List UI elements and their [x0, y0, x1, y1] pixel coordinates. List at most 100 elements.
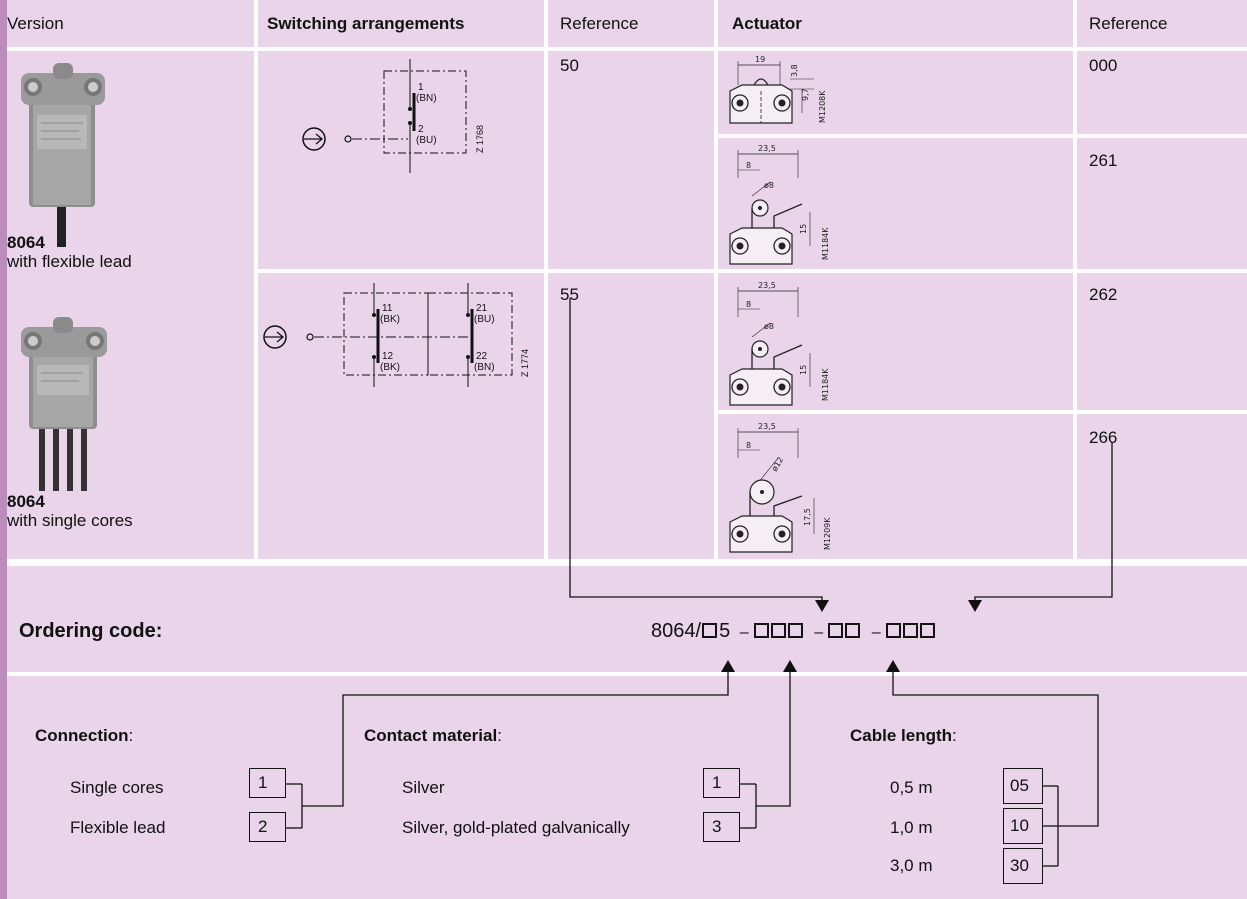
diag2-terminal-22: 22 [476, 351, 488, 362]
cable-title-colon: : [952, 726, 957, 745]
act2-dim-d: 15 [799, 224, 808, 234]
cable-option-1-label: 0,5 m [890, 778, 933, 797]
actuator-ref-cell-3: 262 [1077, 273, 1247, 410]
act1-dim-a: 19 [755, 55, 765, 64]
cable-option-2-label: 1,0 m [890, 818, 933, 837]
diag2-terminal-11: 11 [382, 303, 393, 314]
contact-option-2-label: Silver, gold-plated galvanically [402, 818, 630, 837]
header-reference1-cell: Reference [548, 0, 714, 47]
ordering-dash-3: – [871, 624, 881, 641]
reference-cell-2: 55 [548, 273, 714, 559]
connection-title: Connection: [35, 726, 133, 746]
diag1-terminal-1-color: (BN) [416, 93, 437, 104]
diag2-code: Z 1774 [520, 349, 530, 377]
actuator-cell-4: 23,5 8 ø12 17,5 M1209K [718, 414, 1073, 559]
actuator-ref-000: 000 [1089, 56, 1118, 75]
act1-code: M1208K [818, 90, 827, 123]
contact-title: Contact material: [364, 726, 502, 746]
actuator-slot-2 [787, 623, 803, 638]
actuator-ref-slot-1 [885, 623, 901, 638]
diag2-terminal-21-color: (BU) [474, 314, 495, 325]
ordering-dash-2: – [814, 624, 824, 641]
cable-slot-2 [845, 623, 861, 638]
act4-dim-b: 8 [746, 441, 751, 450]
switching-ref-50: 50 [560, 56, 579, 75]
actuator-drawing-262: 23,5 8 ø8 15 M1184K [729, 281, 830, 406]
act3-dim-b: 8 [746, 300, 751, 309]
connection-code-2[interactable]: 2 [249, 812, 286, 842]
connection-title-text: Connection [35, 726, 129, 745]
options-band: Connection: Single cores Flexible lead C… [7, 676, 1247, 899]
header-version: Version [7, 14, 64, 33]
header-actuator: Actuator [732, 14, 802, 33]
contact-code-1[interactable]: 1 [703, 768, 740, 798]
version-2-model: 8064 [7, 492, 45, 511]
contact-code-3[interactable]: 3 [703, 812, 740, 842]
header-version-cell: Version [7, 0, 254, 47]
cable-code-30[interactable]: 30 [1003, 848, 1043, 884]
act2-code: M1184K [821, 227, 830, 260]
actuator-cell-1: 19 3,8 9,7 M1208K [718, 51, 1073, 134]
ordering-prefix: 8064/ [651, 620, 702, 642]
header-switching: Switching arrangements [267, 14, 465, 33]
actuator-slot-1 [770, 623, 786, 638]
left-accent-bar [0, 0, 7, 899]
contact-title-text: Contact material [364, 726, 498, 745]
cable-code-10[interactable]: 10 [1003, 808, 1043, 844]
act1-dim-b: 3,8 [790, 64, 799, 77]
cable-code-05[interactable]: 05 [1003, 768, 1043, 804]
act1-dim-c: 9,7 [801, 88, 810, 101]
version-2-desc: with single cores [7, 511, 133, 530]
ordering-code-label: Ordering code: [19, 620, 163, 642]
act2-dim-b: 8 [746, 161, 751, 170]
actuator-drawing-266: 23,5 8 ø12 17,5 M1209K [729, 422, 832, 553]
diag2-terminal-12-color: (BK) [380, 362, 400, 373]
act4-code: M1209K [823, 517, 832, 550]
header-switching-cell: Switching arrangements [258, 0, 544, 47]
actuator-cell-2: 23,5 8 ø8 15 M1184K [718, 138, 1073, 269]
ordering-slot1-suffix: 5 [719, 620, 731, 642]
switching-slot [753, 623, 769, 638]
version-cell: 8064 with flexible lead 8064 with single… [7, 51, 254, 559]
diag1-code: Z 1768 [475, 125, 485, 153]
act2-dim-a: 23,5 [758, 144, 776, 153]
act4-dim-a: 23,5 [758, 422, 776, 431]
header-actuator-cell: Actuator [718, 0, 1073, 47]
diag2-terminal-11-color: (BK) [380, 314, 400, 325]
diag2-terminal-21: 21 [476, 303, 488, 314]
connection-option-2-label: Flexible lead [70, 818, 166, 837]
actuator-ref-266: 266 [1089, 428, 1118, 447]
switching-cell-2: 11 (BK) 12 (BK) 21 (BU) 22 (BN) Z 1774 [258, 273, 544, 559]
header-reference-1: Reference [560, 14, 639, 33]
contact-title-colon: : [497, 726, 502, 745]
connection-option-1-label: Single cores [70, 778, 164, 797]
actuator-ref-261: 261 [1089, 151, 1118, 170]
act4-dim-d: 17,5 [803, 508, 812, 526]
cable-option-3-label: 3,0 m [890, 856, 933, 875]
diag2-terminal-22-color: (BN) [474, 362, 495, 373]
act3-dim-a: 23,5 [758, 281, 776, 290]
header-reference-2: Reference [1089, 14, 1168, 33]
act2-dim-c: ø8 [764, 181, 774, 190]
connection-slot [702, 623, 718, 638]
header-reference2-cell: Reference [1077, 0, 1247, 47]
contact-option-1-label: Silver [402, 778, 445, 797]
connection-title-colon: : [128, 726, 134, 745]
product-image-single-cores [21, 317, 107, 491]
actuator-ref-slot-2 [902, 623, 918, 638]
actuator-ref-262: 262 [1089, 285, 1118, 304]
diag1-terminal-2: 2 [418, 124, 424, 135]
actuator-drawing-261: 23,5 8 ø8 15 M1184K [729, 144, 830, 265]
actuator-ref-cell-2: 261 [1077, 138, 1247, 269]
actuator-cell-3: 23,5 8 ø8 15 M1184K [718, 273, 1073, 410]
actuator-drawing-000: 19 3,8 9,7 M1208K [729, 55, 827, 124]
actuator-ref-slot-3 [919, 623, 935, 638]
ordering-code-band: Ordering code: 8064/5 – – – [7, 566, 1247, 672]
version-1-model: 8064 [7, 233, 45, 252]
act3-dim-d: 15 [799, 365, 808, 375]
connection-code-1[interactable]: 1 [249, 768, 286, 798]
diag2-terminal-12: 12 [382, 351, 394, 362]
ordering-code-value: 8064/5 – – – [651, 619, 937, 645]
reference-cell-1: 50 [548, 51, 714, 269]
switching-cell-1: 1 (BN) 2 (BU) Z 1768 [258, 51, 544, 269]
